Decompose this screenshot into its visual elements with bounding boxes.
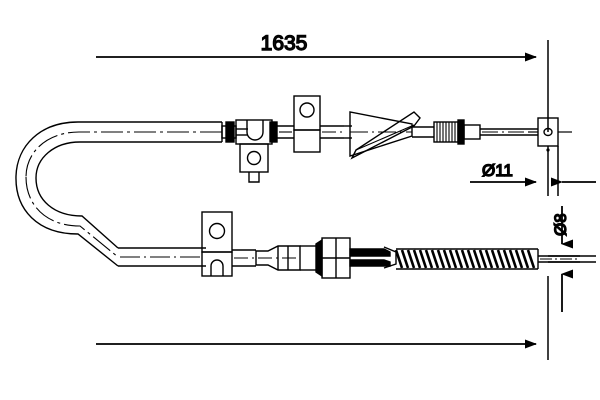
- junction-collar: [315, 238, 323, 278]
- boot-lever-fold: [355, 124, 415, 151]
- lower-cable-u-bend: [15, 175, 119, 267]
- boot-lever-arm: [350, 111, 421, 160]
- terminal-eye: [543, 127, 553, 137]
- upper-cable-assembly: Ø11: [15, 95, 596, 196]
- bracket-hole: [246, 150, 262, 166]
- u-bend-bottom-centerline: [25, 176, 119, 258]
- upper-hanging-bracket: [235, 119, 278, 183]
- diameter-11-label: Ø11: [482, 161, 513, 180]
- terminal-mark: [546, 148, 550, 152]
- threaded-adjuster: [412, 119, 481, 145]
- upright-bracket-plate: [293, 95, 321, 131]
- u-bend-outer-top-edge: [15, 121, 222, 177]
- diameter-8-label: Ø8: [551, 213, 570, 236]
- overall-length-label: 1635: [261, 32, 308, 55]
- u-bend-outer-bottom-edge: [15, 175, 119, 267]
- lower-stepped-sleeve: [255, 245, 316, 271]
- lower-overall-dimension: [96, 276, 549, 360]
- upper-cable-narrow-section-1: [221, 121, 248, 143]
- diameter-8-dimension: Ø8: [548, 206, 596, 312]
- u-bend-inner-bottom-edge: [35, 177, 119, 249]
- diameter-11-dimension: Ø11: [470, 146, 596, 196]
- upper-tube-mid: [277, 125, 294, 139]
- upper-upright-bracket: [293, 95, 344, 153]
- boot-cone-body: [349, 111, 413, 157]
- ferrule-band-1: [225, 121, 235, 143]
- ferrule-band-2: [269, 121, 278, 143]
- conical-boot-lever: [344, 111, 421, 160]
- bracket-tab: [248, 172, 260, 183]
- adjuster-collar: [457, 119, 465, 145]
- lower-outer-sheath: [118, 247, 206, 267]
- lower-upright-bracket: [201, 211, 256, 277]
- spring-coils: [394, 249, 536, 269]
- u-bend-inner-top-edge: [35, 141, 222, 179]
- fork-prong-upper: [349, 248, 391, 257]
- adjuster-shoulder: [463, 124, 481, 140]
- lower-bracket-hole: [208, 222, 226, 240]
- lower-bracket-base: [201, 251, 233, 277]
- lower-clevis-fork: [349, 246, 397, 269]
- lower-coil-spring: [394, 249, 536, 269]
- lower-bracket-clip: [210, 259, 224, 276]
- lower-spring-envelope: [396, 248, 538, 270]
- upright-bracket-hole: [299, 102, 315, 118]
- lower-bracket-plate: [201, 211, 233, 253]
- upper-cable-u-bend: [15, 121, 222, 179]
- upper-inner-wire: [480, 128, 538, 136]
- overall-length-dimension: 1635: [96, 31, 549, 132]
- lower-rod-end: [537, 249, 580, 269]
- fork-prong-lower: [349, 259, 391, 267]
- u-bend-centerline: [25, 131, 222, 178]
- upright-bracket-base: [293, 129, 321, 153]
- clamp-u-detail: [246, 120, 264, 141]
- lower-junction-block: [315, 237, 351, 279]
- fork-tip-outline: [383, 246, 397, 269]
- upper-end-terminal: [528, 117, 572, 196]
- bracket-plate: [239, 143, 269, 173]
- lower-cable-assembly: Ø8: [15, 175, 596, 360]
